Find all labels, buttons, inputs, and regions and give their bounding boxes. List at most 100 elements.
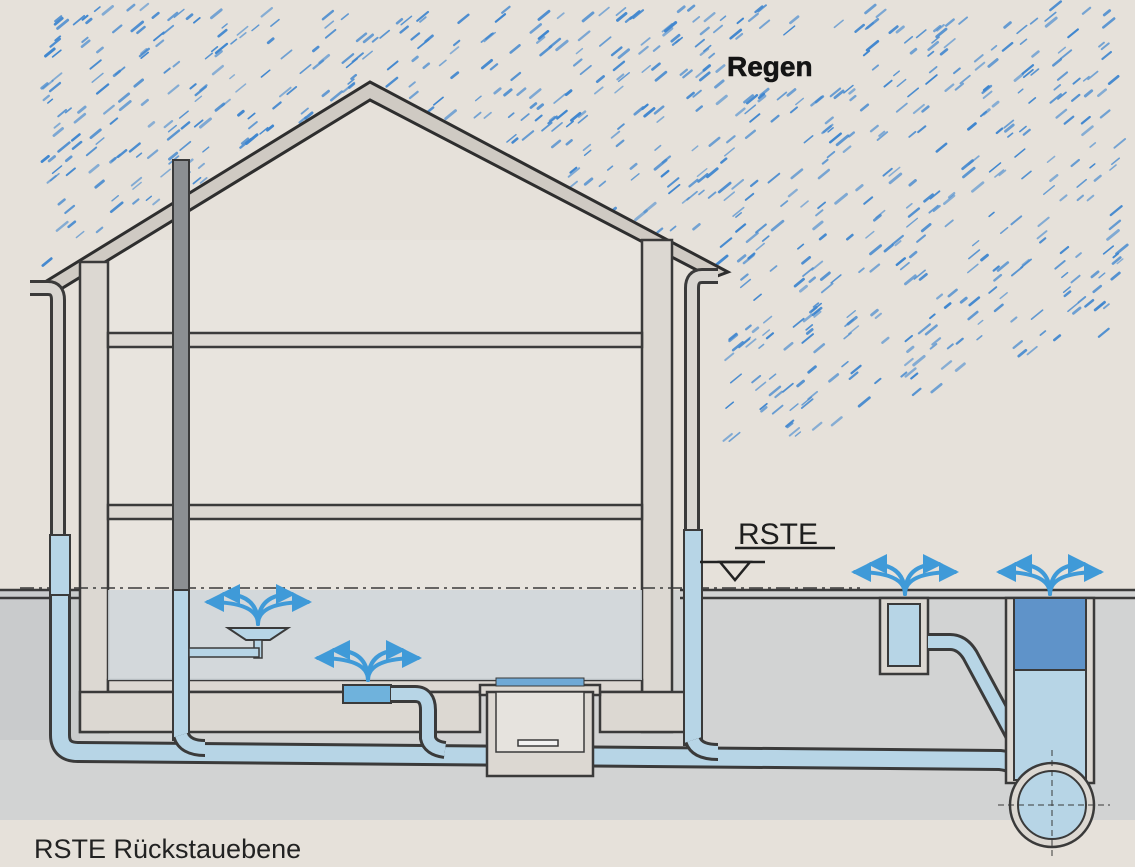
rain-streak [1084, 298, 1095, 308]
rain-streak [931, 337, 942, 346]
rain-streak [537, 30, 550, 40]
rain-streak [767, 172, 781, 184]
rain-streak [745, 94, 759, 105]
rain-streak [788, 427, 801, 437]
rain-streak [844, 318, 855, 328]
rain-streak [661, 22, 673, 33]
rain-streak [755, 381, 767, 391]
rain-streak [111, 195, 119, 202]
rain-streak [41, 257, 53, 267]
rain-streak [947, 288, 958, 298]
rain-streak [930, 382, 943, 394]
rste-marker [700, 546, 835, 582]
rain-streak [826, 150, 836, 159]
rain-streak [483, 111, 492, 119]
rain-streak [160, 168, 171, 178]
rain-streak [1102, 17, 1116, 29]
rain-streak [321, 9, 335, 21]
rain-streak [1077, 296, 1087, 304]
rain-streak [770, 114, 780, 123]
rain-streak [194, 85, 207, 97]
overflow-arrow-icon [903, 554, 943, 596]
rain-streak [438, 59, 447, 67]
rain-streak [676, 5, 686, 14]
rain-streak [1049, 0, 1063, 12]
rain-streak [991, 100, 1000, 108]
rain-streak [577, 114, 589, 124]
rain-streak [493, 87, 502, 95]
rain-streak [776, 91, 788, 101]
rain-streak [747, 12, 759, 23]
rain-streak [744, 104, 757, 115]
rain-streak [1070, 274, 1081, 284]
rain-streak [908, 250, 918, 259]
rain-streak [954, 82, 965, 91]
rain-streak [506, 133, 517, 143]
rain-streak [1076, 178, 1088, 188]
rain-streak [874, 377, 882, 385]
rain-streak [783, 341, 794, 351]
rain-streak [702, 64, 712, 72]
rain-streak [824, 116, 834, 125]
rain-streak [819, 271, 831, 281]
rain-streak [534, 114, 543, 122]
rain-streak [993, 303, 1004, 313]
rain-streak [895, 102, 908, 113]
rain-streak [1100, 42, 1110, 51]
rain-streak [551, 122, 563, 132]
rain-streak [64, 204, 76, 215]
rain-streak [979, 110, 988, 118]
rain-streak [668, 183, 681, 195]
rain-streak [802, 313, 814, 323]
rain-streak [808, 276, 816, 284]
rain-streak [681, 196, 690, 204]
rain-streak [864, 22, 875, 31]
rain-streak [345, 57, 359, 69]
rain-streak [719, 237, 733, 248]
rain-streak [725, 401, 735, 409]
rain-streak [745, 231, 759, 244]
rain-streak [762, 329, 771, 336]
rain-streak [555, 39, 569, 52]
rain-streak [909, 47, 918, 55]
rain-streak [682, 69, 693, 79]
rain-streak [192, 176, 202, 185]
rain-streak [717, 181, 732, 194]
rain-streak [1044, 16, 1058, 28]
rain-streak [617, 48, 631, 59]
rain-streak [821, 158, 829, 165]
rain-streak [755, 242, 765, 251]
rain-streak [1090, 270, 1100, 279]
rain-streak [210, 8, 223, 20]
rain-streak [163, 67, 171, 74]
rain-streak [869, 263, 881, 273]
rain-streak [1093, 174, 1102, 182]
rain-streak [875, 8, 887, 18]
rain-streak [795, 97, 805, 106]
rain-streak [939, 48, 949, 56]
rain-streak [235, 83, 247, 93]
rain-streak [1026, 345, 1038, 356]
rain-streak [728, 431, 741, 443]
rain-streak [758, 343, 765, 349]
rain-streak [1022, 68, 1034, 79]
rain-streak [973, 54, 984, 63]
rain-streak [204, 52, 213, 60]
rain-streak [812, 302, 820, 308]
rain-streak [865, 230, 875, 239]
rain-streak [598, 6, 610, 17]
rain-streak [927, 50, 935, 57]
rain-streak [1093, 300, 1106, 312]
rain-streak [908, 179, 917, 187]
rain-streak [386, 60, 399, 71]
rain-streak [848, 88, 856, 95]
rain-streak [904, 334, 914, 343]
rain-streak [70, 133, 81, 142]
rain-streak [507, 112, 515, 119]
rain-streak [849, 94, 857, 102]
rain-streak [943, 38, 956, 49]
rain-streak [667, 177, 680, 188]
rain-streak [1098, 272, 1106, 279]
rain-streak [57, 198, 66, 206]
rain-streak [801, 256, 812, 265]
